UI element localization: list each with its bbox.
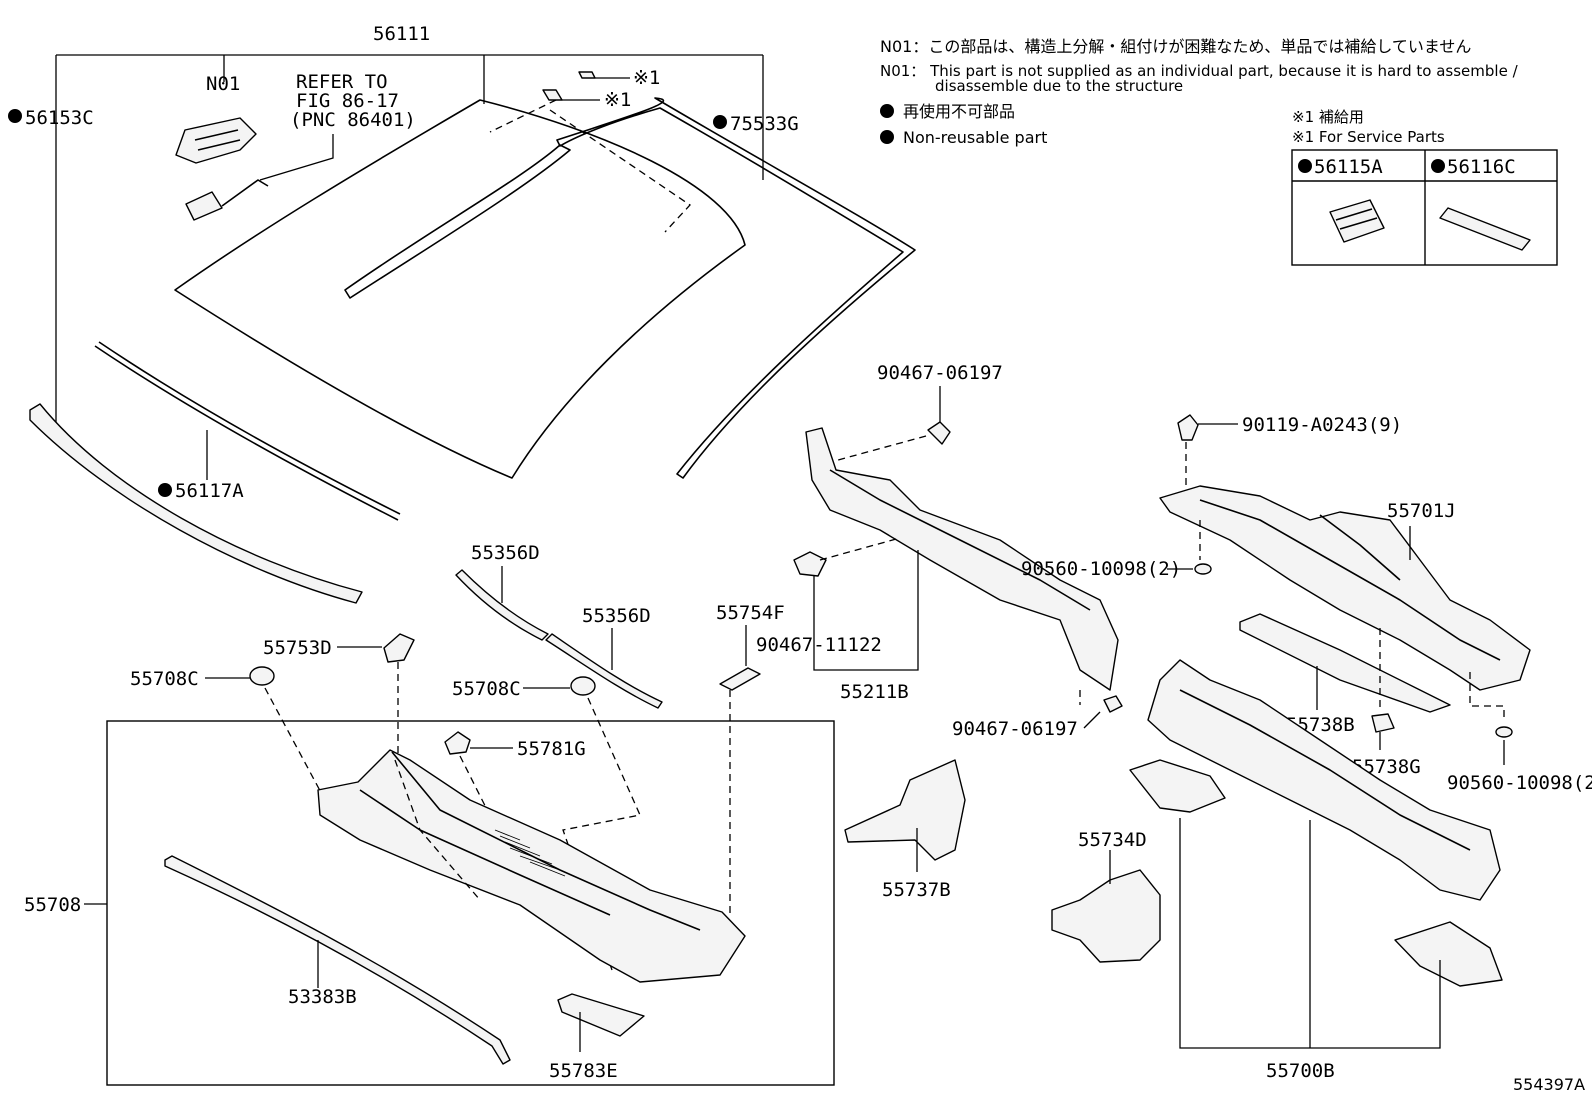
label-refer-pnc: (PNC 86401) <box>290 109 416 131</box>
dash-panel-55700B-drawing <box>1147 659 1501 901</box>
label-note1-a: ※1 <box>633 67 660 89</box>
dam-56117A-drawing <box>94 345 399 521</box>
nonreusable-dot-icon <box>713 115 727 129</box>
windshield-group: 56111 N01 REFER TO FIG 86-17 (PNC 86401)… <box>8 23 916 604</box>
label-53383B[interactable]: 53383B <box>288 986 357 1008</box>
nonreusable-dot-icon <box>880 104 894 118</box>
cowl-seal-a-drawing <box>455 569 549 641</box>
clip-55738G-drawing <box>1371 713 1395 733</box>
label-90119-A0243[interactable]: 90119-A0243(9) <box>1242 414 1402 436</box>
note-n01-ja: N01：この部品は、構造上分解・組付けが困難なため、単品では補給していません <box>880 37 1471 56</box>
label-55356D-b[interactable]: 55356D <box>582 605 651 627</box>
label-refer-to: REFER TO <box>296 71 388 93</box>
nonreusable-dot-icon <box>158 483 172 497</box>
brace-left-drawing <box>1129 759 1226 813</box>
label-55700B[interactable]: 55700B <box>1266 1060 1335 1082</box>
clip-90467-06197-b-drawing <box>1103 695 1123 713</box>
clip-90467-06197-a-drawing <box>927 421 951 445</box>
grommet-55708C-b-drawing <box>570 676 596 696</box>
clip-90467-11122-drawing <box>793 551 827 577</box>
grommet-55708C-a-drawing <box>249 666 275 686</box>
label-55781G[interactable]: 55781G <box>517 738 586 760</box>
label-56153C[interactable]: 56153C <box>25 107 94 129</box>
sensor-drawing <box>185 191 223 221</box>
label-90560-10098-b[interactable]: 90560-10098(2) <box>1447 772 1592 794</box>
cowl-vent-grille <box>494 829 566 877</box>
nonreusable-dot-icon <box>8 109 22 123</box>
windshield-moulding-drawing <box>556 97 916 479</box>
cowl-top-panel-drawing <box>317 749 746 983</box>
windshield-glass-drawing <box>174 99 746 479</box>
label-55708C-a[interactable]: 55708C <box>130 668 199 690</box>
brace-right-drawing <box>1394 921 1503 987</box>
nonreusable-dot-icon <box>1431 159 1445 173</box>
brace-55737B-drawing <box>844 759 966 861</box>
tape-56116C-drawing <box>1439 207 1531 251</box>
lower-moulding-drawing <box>29 403 363 604</box>
upper-moulding-drawing <box>344 144 571 299</box>
label-55708[interactable]: 55708 <box>24 894 81 916</box>
label-55753D[interactable]: 55753D <box>263 637 332 659</box>
cowl-bracket-group: 90467-06197 90467-11122 55211B 90467-061… <box>756 362 1123 901</box>
label-56111[interactable]: 56111 <box>373 23 430 45</box>
bolt-90119-drawing <box>1177 414 1199 441</box>
cowl-bracket-55211B-drawing <box>805 427 1119 691</box>
clip-55753D-drawing <box>383 633 415 663</box>
label-note1-b: ※1 <box>604 89 631 111</box>
label-90467-06197-b[interactable]: 90467-06197 <box>952 718 1078 740</box>
label-90467-11122[interactable]: 90467-11122 <box>756 634 882 656</box>
label-55211B[interactable]: 55211B <box>840 681 909 703</box>
label-55737B[interactable]: 55737B <box>882 879 951 901</box>
seal-55738B-drawing <box>1239 613 1451 713</box>
brace-55734D-drawing <box>1051 869 1161 963</box>
notes-block: N01：この部品は、構造上分解・組付けが困難なため、単品では補給していません N… <box>880 37 1519 147</box>
label-90560-10098-a[interactable]: 90560-10098(2) <box>1021 558 1181 580</box>
cover-55783E-drawing <box>557 993 645 1037</box>
label-55754F[interactable]: 55754F <box>716 602 785 624</box>
note-service-ja: ※1 補給用 <box>1292 108 1364 126</box>
label-56115A[interactable]: 56115A <box>1314 156 1383 178</box>
label-55701J[interactable]: 55701J <box>1387 500 1456 522</box>
label-55356D-a[interactable]: 55356D <box>471 542 540 564</box>
label-N01[interactable]: N01 <box>206 73 240 95</box>
washer-90560-a-drawing <box>1194 563 1212 575</box>
label-56117A[interactable]: 56117A <box>175 480 244 502</box>
nonreusable-dot-icon <box>880 130 894 144</box>
label-55783E[interactable]: 55783E <box>549 1060 618 1082</box>
label-55734D[interactable]: 55734D <box>1078 829 1147 851</box>
clip-55781G-drawing <box>444 731 471 755</box>
note-nonreusable-en: Non-reusable part <box>903 128 1047 147</box>
note-n01-en-line2: disassemble due to the structure <box>935 77 1183 95</box>
label-56116C[interactable]: 56116C <box>1447 156 1516 178</box>
label-90467-06197-a[interactable]: 90467-06197 <box>877 362 1003 384</box>
cowl-panel-55701J-drawing <box>1159 485 1531 691</box>
nonreusable-dot-icon <box>1298 159 1312 173</box>
note-nonreusable-ja: 再使用不可部品 <box>903 102 1015 121</box>
cowl-group: 55708 55356D 55356D 55754F 55753D 55708C… <box>24 542 835 1086</box>
service-tape-piece-drawing <box>542 89 563 101</box>
note-service-en: ※1 For Service Parts <box>1292 128 1445 146</box>
service-parts-table: 56115A 56116C <box>1291 149 1558 266</box>
cowl-group-frame <box>106 720 835 1086</box>
weatherstrip-53383B-drawing <box>164 855 511 1065</box>
diagram-id: 554397A <box>1513 1075 1585 1094</box>
label-55708C-b[interactable]: 55708C <box>452 678 521 700</box>
cowl-seal-b-drawing <box>545 633 663 709</box>
dash-panel-group: 90119-A0243(9) 55701J 90560-10098(2) 557… <box>1021 414 1592 1082</box>
clip-56115A-drawing <box>1329 199 1385 243</box>
service-tape-piece-drawing <box>578 71 596 79</box>
sensor-bracket-drawing <box>175 117 257 164</box>
washer-90560-b-drawing <box>1495 726 1513 738</box>
bracket-55754F-drawing <box>719 667 761 691</box>
label-75533G[interactable]: 75533G <box>730 113 799 135</box>
note-n01-en-line1: N01： This part is not supplied as an ind… <box>880 62 1519 80</box>
label-refer-fig: FIG 86-17 <box>296 90 399 112</box>
